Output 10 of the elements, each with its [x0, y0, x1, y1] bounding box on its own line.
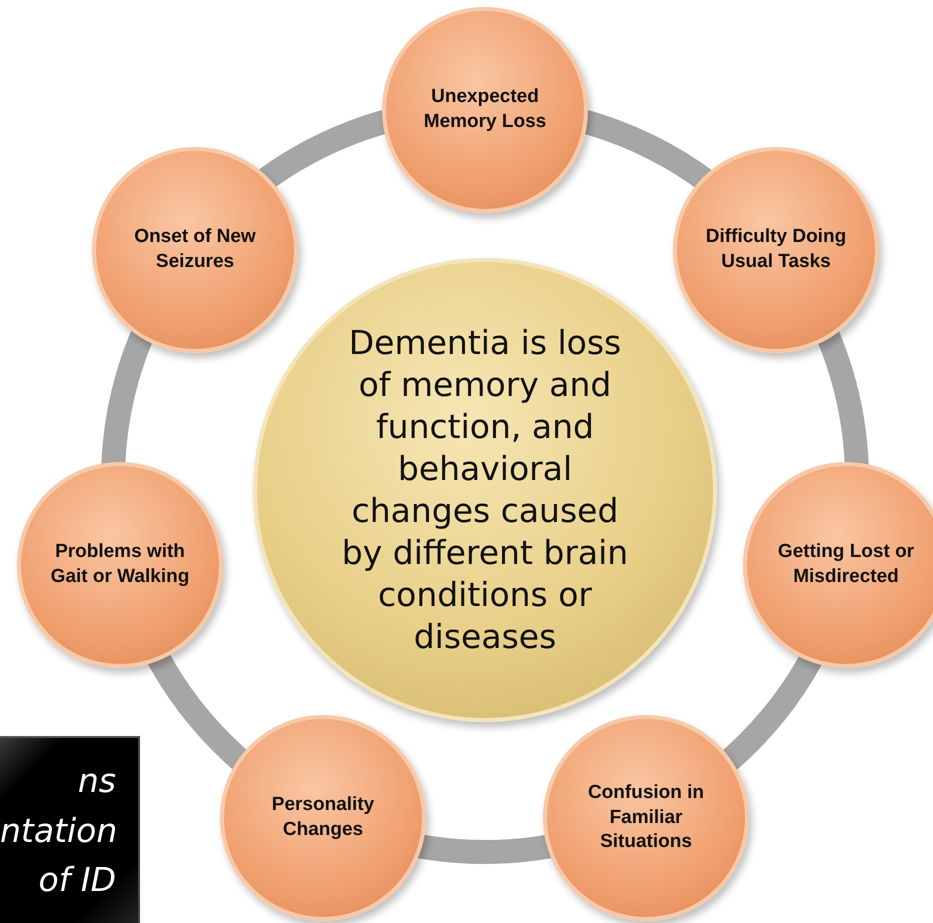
plate-text: ns ntation of ID — [0, 760, 118, 901]
symptom-label: Getting Lost or Misdirected — [776, 540, 916, 589]
symptom-label: Unexpected Memory Loss — [422, 85, 548, 134]
symptom-label: Difficulty Doing Usual Tasks — [704, 225, 848, 274]
symptom-label: Problems with Gait or Walking — [50, 540, 190, 589]
symptom-label: Personality Changes — [270, 793, 376, 842]
symptom-label: Confusion in Familiar Situations — [586, 780, 706, 854]
text-plate — [0, 736, 140, 923]
definition-text: Dementia is loss of memory and function, and behavioral changes caused by different brain conditions or diseases — [340, 322, 630, 658]
symptom-label: Onset of New Seizures — [133, 225, 257, 274]
